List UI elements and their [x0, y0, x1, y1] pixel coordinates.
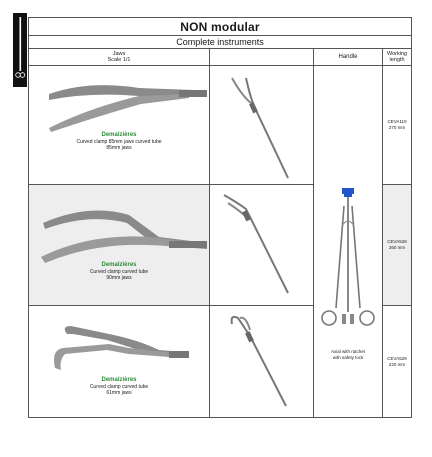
table-subtitle: Complete instruments — [27, 35, 413, 49]
jaws-header: Jaws Scale 1/1 — [28, 48, 210, 66]
product-reference: CEVA529 — [387, 355, 407, 361]
jaws-label: Jaws — [112, 51, 126, 57]
brand-name: Demalzières — [101, 262, 137, 268]
full-instrument-cell — [209, 305, 314, 418]
curved-clamp-jaw-image — [54, 326, 189, 370]
working-length-cell: CEVA110 270 mm — [381, 65, 413, 185]
working-length-value: 270 mm — [388, 125, 406, 130]
instrument-description: Curved clamp curved tube — [89, 384, 149, 390]
brand-name: Demalzières — [101, 132, 137, 138]
instrument-description: Curved clamp curved tube — [89, 269, 149, 275]
table-row: Demalzières Curved clamp curved tube 90m… — [28, 184, 413, 306]
handle-cell: Axial with ratchet with safety lock — [313, 65, 383, 418]
scale-label: Scale 1/1 — [107, 57, 131, 63]
full-instrument-cell — [209, 65, 314, 185]
product-reference: CEVA110 — [387, 119, 407, 124]
instrument-description-jaws: 61mm jaws — [106, 390, 132, 396]
table-row: Demalzières Curved clamp curved tube 61m… — [28, 305, 413, 418]
working-length-cell: CEVA528 260 mm — [381, 184, 413, 306]
working-length-value: 260 mm — [388, 245, 406, 250]
full-instrument-cell — [209, 184, 314, 306]
product-reference: CEVA528 — [387, 239, 407, 244]
instrument-description: Curved clamp 85mm jaws curved tube — [76, 139, 162, 145]
working-length-header: Working length — [381, 48, 413, 66]
axial-ratchet-handle-image — [321, 188, 375, 326]
brand-name: Demalzières — [101, 377, 137, 383]
handle-caption-1: Axial with ratchet — [330, 349, 365, 354]
instrument-description-jaws: 90mm jaws — [106, 275, 132, 281]
image-header — [209, 48, 314, 66]
handle-caption-2: with safety lock — [332, 355, 364, 360]
section-tab — [13, 13, 27, 87]
jaw-cell: Demalzières Curved clamp curved tube 61m… — [28, 305, 210, 418]
table-row: Demalzières Curved clamp 85mm jaws curve… — [28, 65, 413, 418]
full-instrument-image — [231, 77, 289, 179]
working-length-label-1: Working — [386, 51, 408, 57]
forceps-icon — [15, 17, 26, 78]
table-title: NON modular — [27, 17, 413, 36]
working-length-label-2: length — [389, 57, 405, 63]
curved-clamp-jaw-image — [49, 85, 207, 132]
jaw-cell: Demalzières Curved clamp curved tube 90m… — [28, 184, 210, 306]
jaw-cell: Demalzières Curved clamp 85mm jaws curve… — [28, 65, 210, 185]
instrument-table: NON modular Complete instruments Jaws Sc… — [27, 17, 413, 418]
instrument-description-jaws: 85mm jaws — [106, 145, 132, 151]
full-instrument-image — [223, 194, 289, 294]
curved-clamp-jaw-image — [41, 210, 207, 263]
working-length-cell: CEVA529 220 mm — [381, 305, 413, 418]
handle-header: Handle — [313, 48, 383, 66]
working-length-value: 220 mm — [388, 361, 406, 367]
full-instrument-image — [230, 315, 287, 407]
